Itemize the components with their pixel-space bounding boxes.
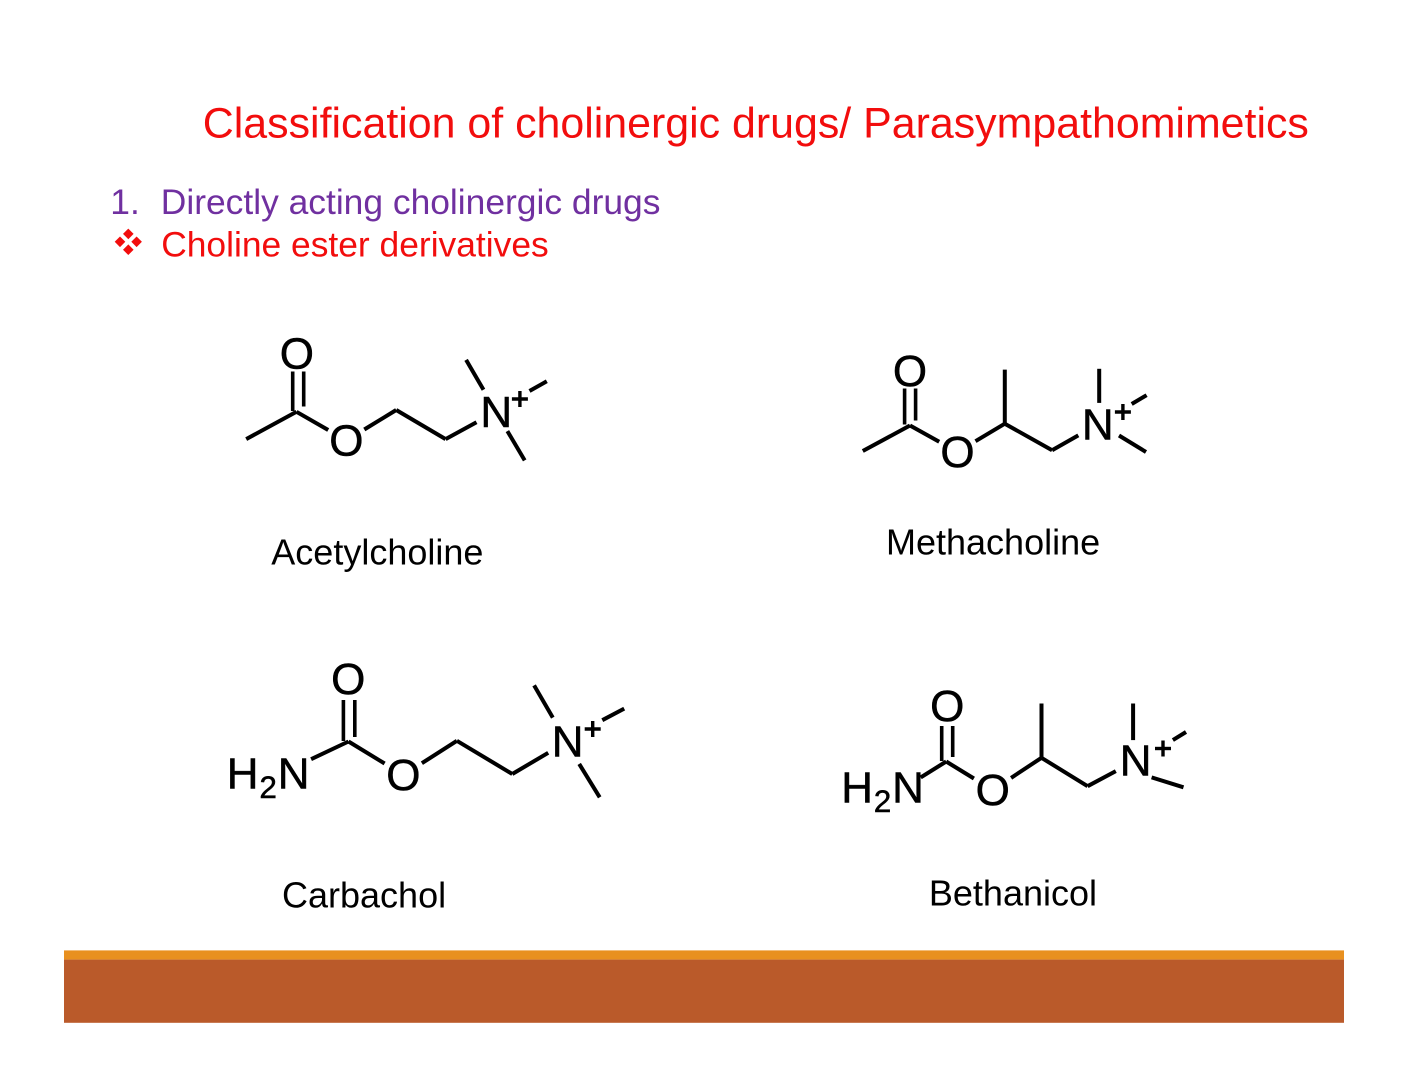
svg-text:Bethanicol: Bethanicol [929,873,1097,914]
svg-text:Acetylcholine: Acetylcholine [271,532,483,573]
svg-text:Directly acting cholinergic dr: Directly acting cholinergic drugs [161,182,661,222]
svg-text:O: O [893,347,927,396]
svg-text:H2N: H2N [841,764,924,820]
svg-text:O: O [976,766,1010,815]
svg-text:Carbachol: Carbachol [282,875,446,916]
svg-text:O: O [329,417,363,466]
svg-text:Choline ester derivatives: Choline ester derivatives [161,224,549,264]
svg-text:O: O [280,330,314,379]
svg-text:Classification of cholinergic: Classification of cholinergic drugs/ Par… [203,100,1309,148]
svg-text:H2N: H2N [227,749,310,805]
svg-text:N: N [1120,737,1152,786]
svg-text:N: N [1082,400,1114,449]
svg-text:O: O [930,682,964,731]
svg-text:O: O [386,751,420,800]
svg-text:1.: 1. [110,182,140,222]
svg-text:O: O [940,428,974,477]
svg-text:N: N [480,388,512,437]
svg-text:Methacholine: Methacholine [886,522,1100,563]
svg-text:O: O [331,655,365,704]
svg-text:N: N [552,718,584,767]
